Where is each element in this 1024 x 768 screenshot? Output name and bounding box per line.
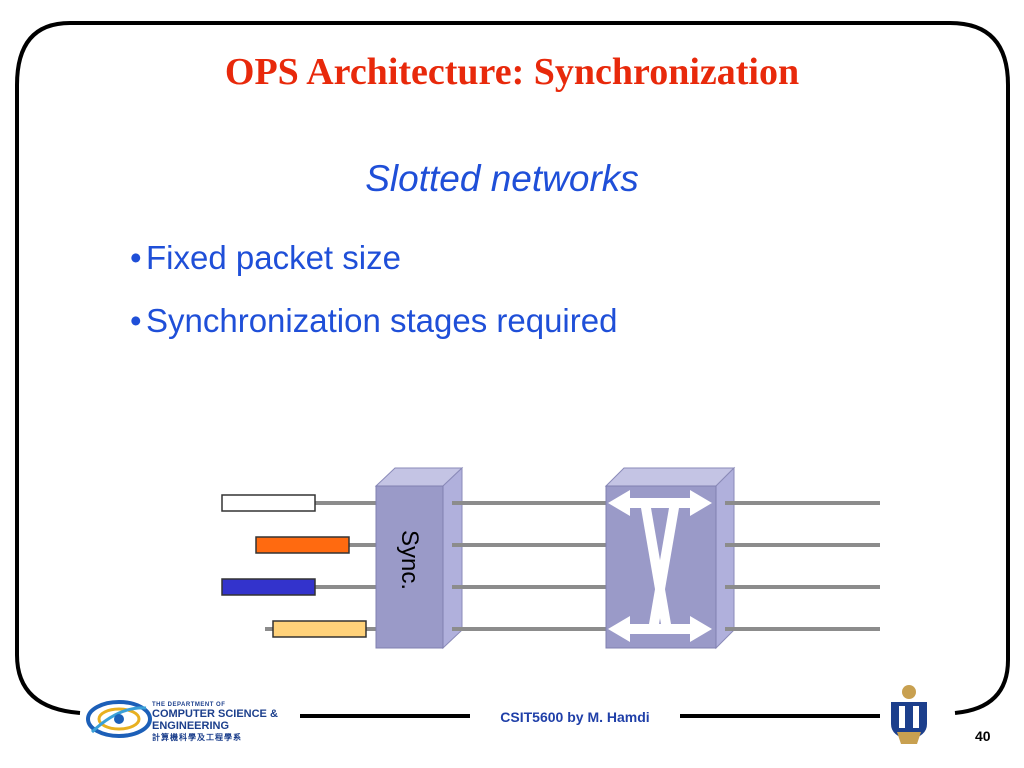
university-logo-icon	[891, 685, 927, 744]
department-name: THE DEPARTMENT OF COMPUTER SCIENCE & ENG…	[152, 702, 278, 743]
crossbar-arrows-icon	[608, 490, 712, 642]
bullet-text: Synchronization stages required	[146, 302, 618, 339]
middle-lines	[452, 501, 606, 631]
output-lines	[725, 501, 880, 631]
bullet-text: Fixed packet size	[146, 239, 401, 276]
department-line1: THE DEPARTMENT OF	[152, 702, 226, 708]
bullet-list: •Fixed packet size •Synchronization stag…	[130, 240, 617, 366]
sync-box: Sync.	[374, 466, 464, 650]
slide-title: OPS Architecture: Synchronization	[224, 51, 800, 93]
department-line3: ENGINEERING	[152, 720, 230, 732]
bullet-dot: •	[130, 239, 142, 276]
bullet-dot: •	[130, 302, 142, 339]
page-number: 40	[975, 728, 991, 744]
bullet-item: •Synchronization stages required	[130, 303, 617, 339]
input-lines	[265, 501, 378, 631]
department-logo-icon	[86, 700, 152, 738]
slide-subtitle: Slotted networks	[365, 158, 639, 199]
sync-label: Sync.	[396, 530, 423, 590]
switch-box	[604, 466, 736, 650]
department-line4: 計算機科學及工程學系	[152, 733, 242, 742]
packet-blue	[221, 578, 316, 596]
department-line2: COMPUTER SCIENCE &	[152, 708, 278, 720]
packet-yellow	[272, 620, 367, 638]
bullet-item: •Fixed packet size	[130, 240, 617, 276]
packet-orange	[255, 536, 350, 554]
course-footer: CSIT5600 by M. Hamdi	[470, 706, 680, 730]
packet-white	[221, 494, 316, 512]
